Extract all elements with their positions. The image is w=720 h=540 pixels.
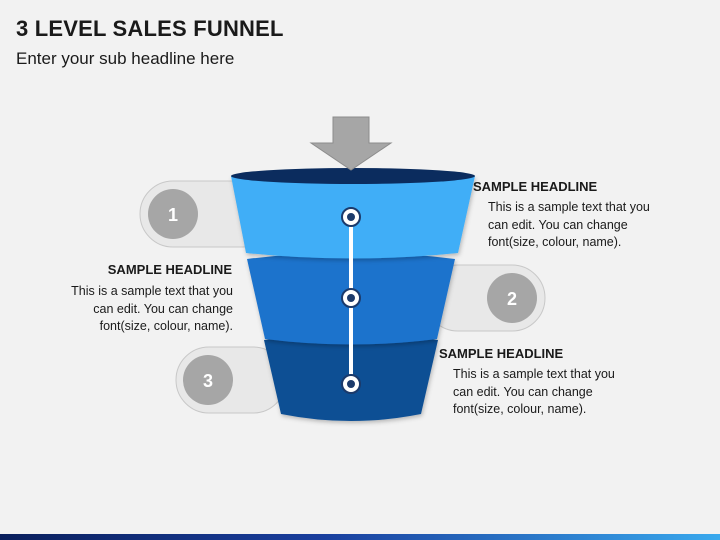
- badge-3: [183, 355, 233, 405]
- bottom-accent-bar: [0, 534, 720, 540]
- level-2-text: This is a sample text that you can edit.…: [71, 284, 233, 333]
- funnel-top-rim: [231, 168, 475, 184]
- badge-number-1: 1: [168, 205, 178, 225]
- badge-1: [148, 189, 198, 239]
- node-2: [341, 288, 361, 308]
- tab-3: 3: [175, 346, 287, 414]
- level-3-text: This is a sample text that you can edit.…: [453, 367, 615, 416]
- down-arrow-icon: [309, 116, 393, 171]
- level-2-headline: SAMPLE HEADLINE: [107, 262, 232, 277]
- level-3-headline: SAMPLE HEADLINE: [439, 346, 564, 361]
- badge-number-2: 2: [507, 289, 517, 309]
- level-1-text: This is a sample text that you can edit.…: [488, 200, 650, 249]
- page-title: 3 LEVEL SALES FUNNEL: [16, 16, 284, 41]
- badge-number-3: 3: [203, 371, 213, 391]
- node-3: [341, 374, 361, 394]
- page-subtitle: Enter your sub headline here: [16, 49, 235, 68]
- badge-2: [487, 273, 537, 323]
- node-1: [341, 207, 361, 227]
- tab-2: 2: [424, 264, 546, 332]
- level-1-headline: SAMPLE HEADLINE: [473, 179, 598, 194]
